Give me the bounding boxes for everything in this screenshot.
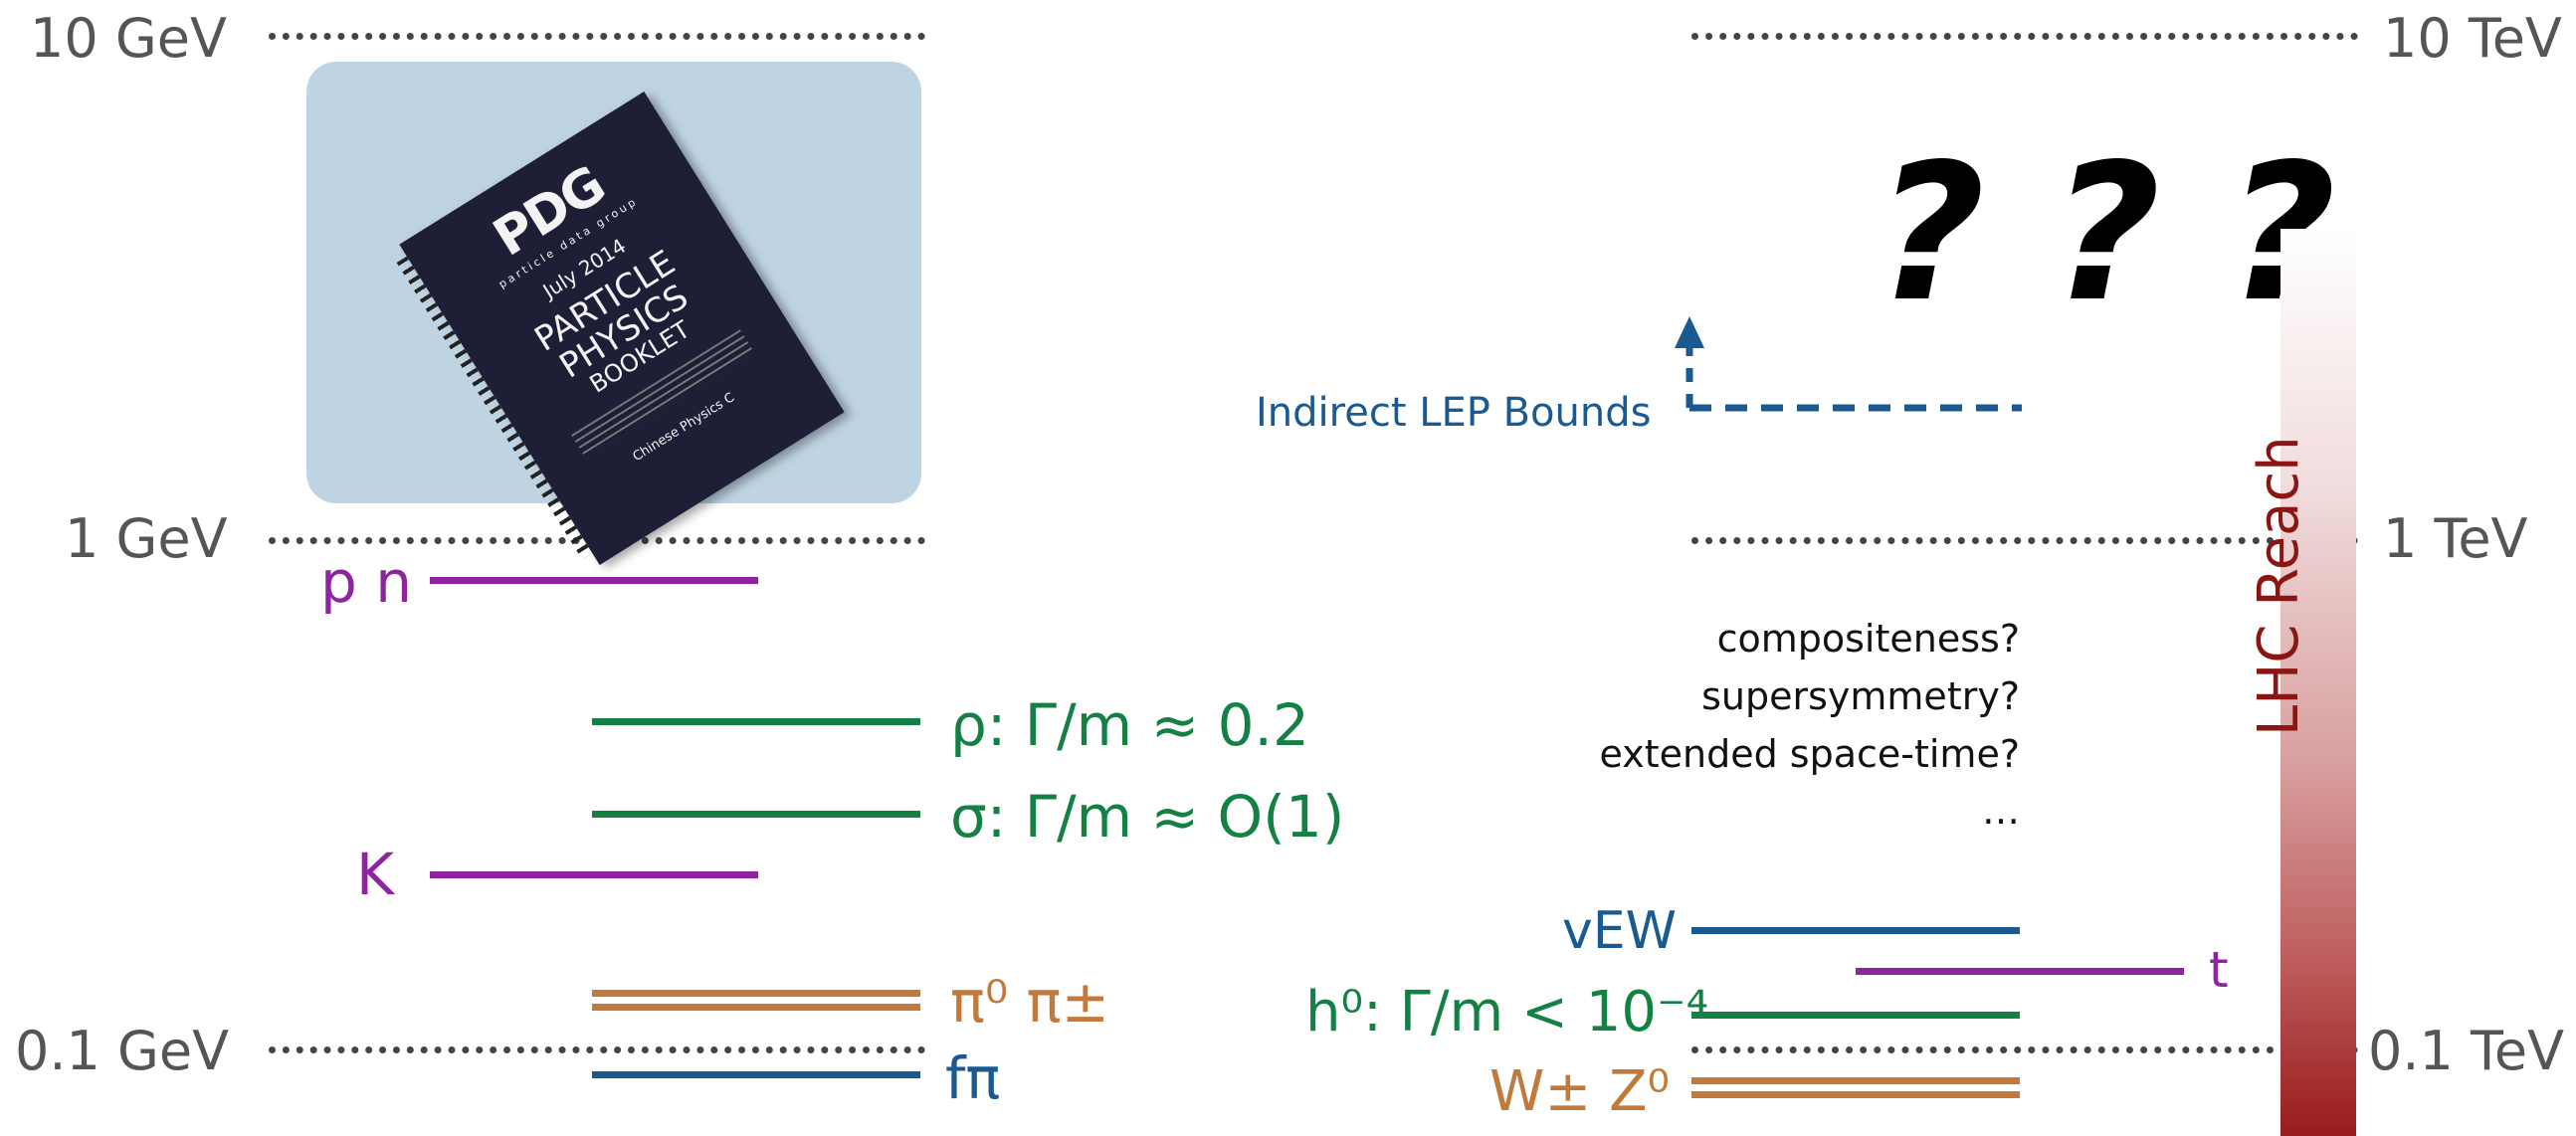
label-lep-bounds: Indirect LEP Bounds <box>1256 390 1652 436</box>
level-kaon <box>430 871 758 878</box>
possibility-item: extended space-time? <box>1599 731 2020 776</box>
possibility-item: … <box>1982 789 2020 834</box>
level-rho <box>592 718 920 725</box>
label-top: t <box>2209 941 2229 999</box>
dotted-line-01gev <box>269 1046 925 1053</box>
level-w <box>1691 1077 2020 1084</box>
lep-bound-arrow <box>1675 316 2022 412</box>
level-pion-neutral <box>592 990 920 997</box>
level-fpi <box>592 1071 920 1078</box>
unknown-scale-marks: ? ? ? <box>1876 123 2336 343</box>
level-top <box>1856 968 2184 975</box>
scale-label-10tev: 10 TeV <box>2383 7 2562 70</box>
label-kaon: K <box>356 841 395 908</box>
dotted-line-01tev <box>1691 1046 2358 1053</box>
label-nucleons: p n <box>320 548 413 616</box>
label-rho: ρ: Γ/m ≈ 0.2 <box>950 691 1309 759</box>
lhc-reach-gradient-bar <box>2280 229 2356 1136</box>
scale-label-1gev: 1 GeV <box>65 507 228 570</box>
possibility-item: supersymmetry? <box>1701 673 2020 718</box>
scale-label-1tev: 1 TeV <box>2383 507 2528 570</box>
label-wz: W± Z⁰ <box>1489 1059 1670 1124</box>
dotted-line-10tev <box>1691 33 2358 40</box>
level-nucleons <box>430 577 758 584</box>
label-sigma: σ: Γ/m ≈ O(1) <box>950 783 1345 851</box>
level-sigma <box>592 811 920 818</box>
dotted-line-10gev <box>269 33 925 40</box>
arrow-up-icon <box>1675 316 1704 348</box>
label-higgs: h⁰: Γ/m < 10⁻⁴ <box>1305 980 1709 1044</box>
possibility-item: compositeness? <box>1716 617 2020 661</box>
scale-label-01tev: 0.1 TeV <box>2368 1020 2565 1082</box>
dotted-line-1tev <box>1691 537 2358 544</box>
lhc-reach-label: LHC Reach <box>2247 436 2311 736</box>
level-pion-charged <box>592 1004 920 1011</box>
label-vew: vEW <box>1562 901 1678 961</box>
label-fpi: fπ <box>945 1044 1001 1112</box>
level-vew <box>1691 927 2020 934</box>
level-higgs <box>1691 1012 2020 1019</box>
scale-label-10gev: 10 GeV <box>30 7 227 70</box>
label-pion: π⁰ π± <box>950 968 1110 1036</box>
level-z <box>1691 1091 2020 1098</box>
new-physics-list: compositeness? supersymmetry? extended s… <box>1552 611 2020 841</box>
scale-label-01gev: 0.1 GeV <box>15 1020 230 1082</box>
